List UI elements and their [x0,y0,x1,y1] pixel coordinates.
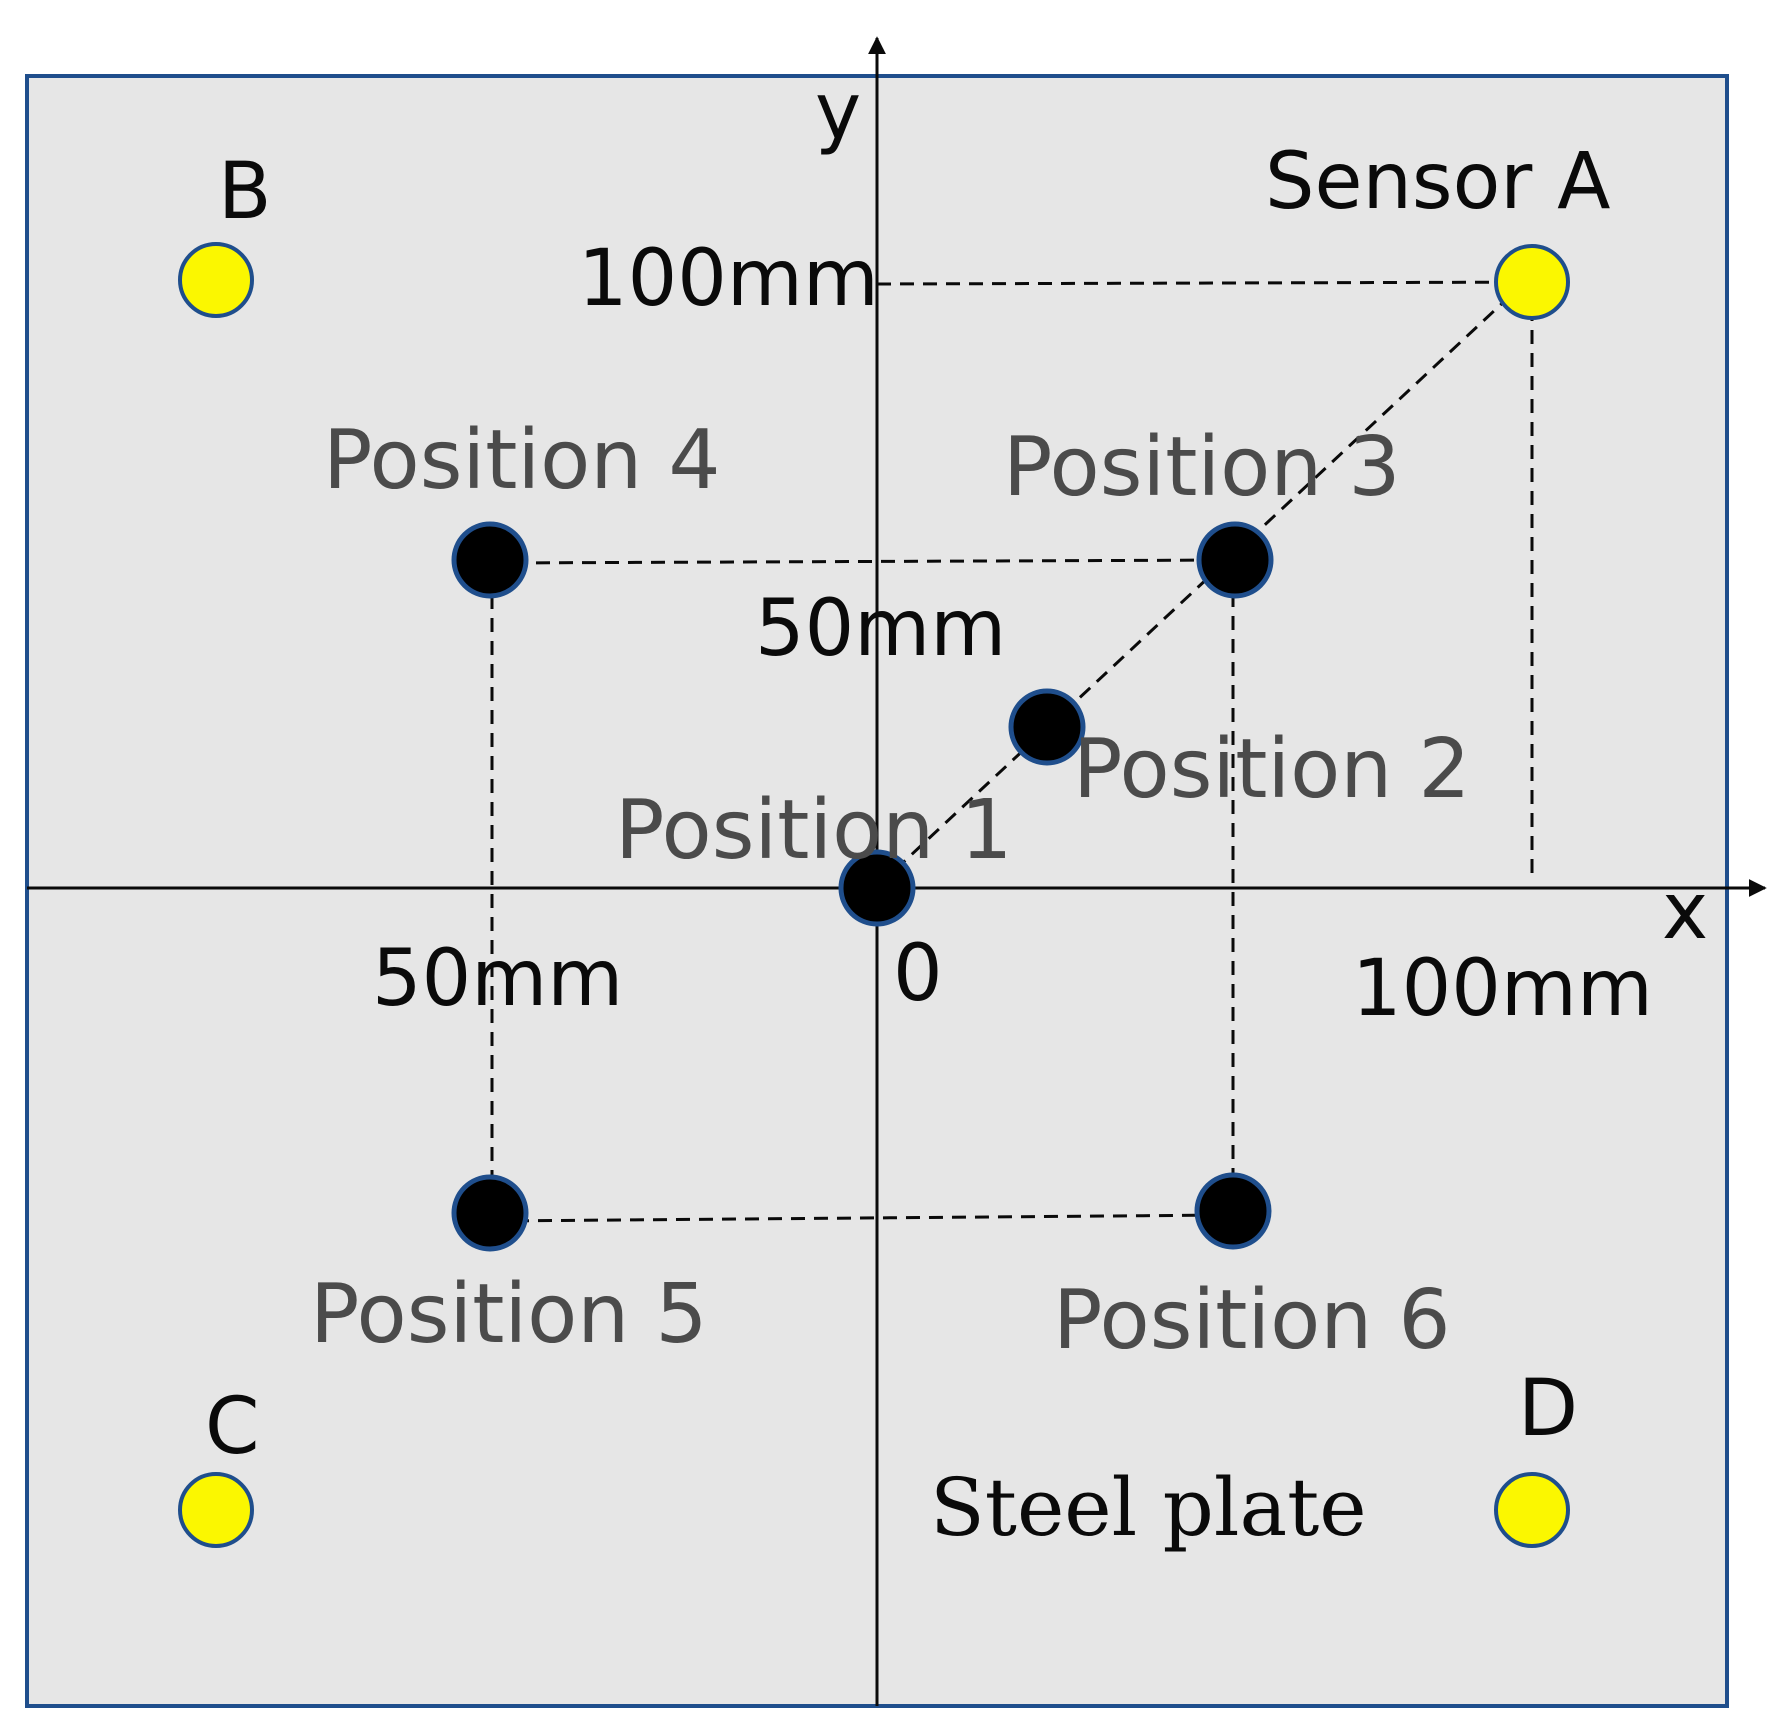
position-3-label: Position 3 [1003,420,1401,515]
guide-lines [489,280,1566,1223]
steel-plate-label: Steel plate [930,1461,1367,1554]
sensor-d [1494,1472,1570,1548]
guide-diagonal [893,294,1512,872]
sensor-b [178,242,254,318]
position-1-label: Position 1 [615,783,1013,878]
position-6-marker [1194,1172,1272,1250]
position-5-label: Position 5 [310,1267,708,1362]
position-2-marker [1008,688,1086,766]
position-3-marker [1196,521,1274,599]
position-4-marker [451,521,529,599]
guide-bottom [491,1213,1234,1223]
x-axis-label: x [1662,867,1708,957]
y-axis-label: y [815,67,861,157]
sensor-d-label: D [1518,1364,1578,1454]
sensor-b-label: B [218,147,272,237]
positions [451,521,1274,1252]
position-1-marker [838,849,916,927]
sensor-c [178,1472,254,1548]
position-4-label: Position 4 [323,413,721,508]
sensor-a [1494,244,1570,320]
dim-x-50: 50mm [372,934,623,1024]
sensor-a-label: Sensor A [1265,137,1611,227]
position-6-label: Position 6 [1053,1273,1451,1368]
position-2-label: Position 2 [1073,722,1471,817]
dim-y-50: 50mm [755,584,1006,674]
origin-label: 0 [893,929,943,1019]
guide-top [489,558,1236,565]
dim-x-100: 100mm [1352,944,1653,1034]
sensor-c-label: C [205,1382,259,1472]
position-5-marker [451,1174,529,1252]
dim-y-100: 100mm [578,234,879,324]
sensors [178,242,1570,1548]
